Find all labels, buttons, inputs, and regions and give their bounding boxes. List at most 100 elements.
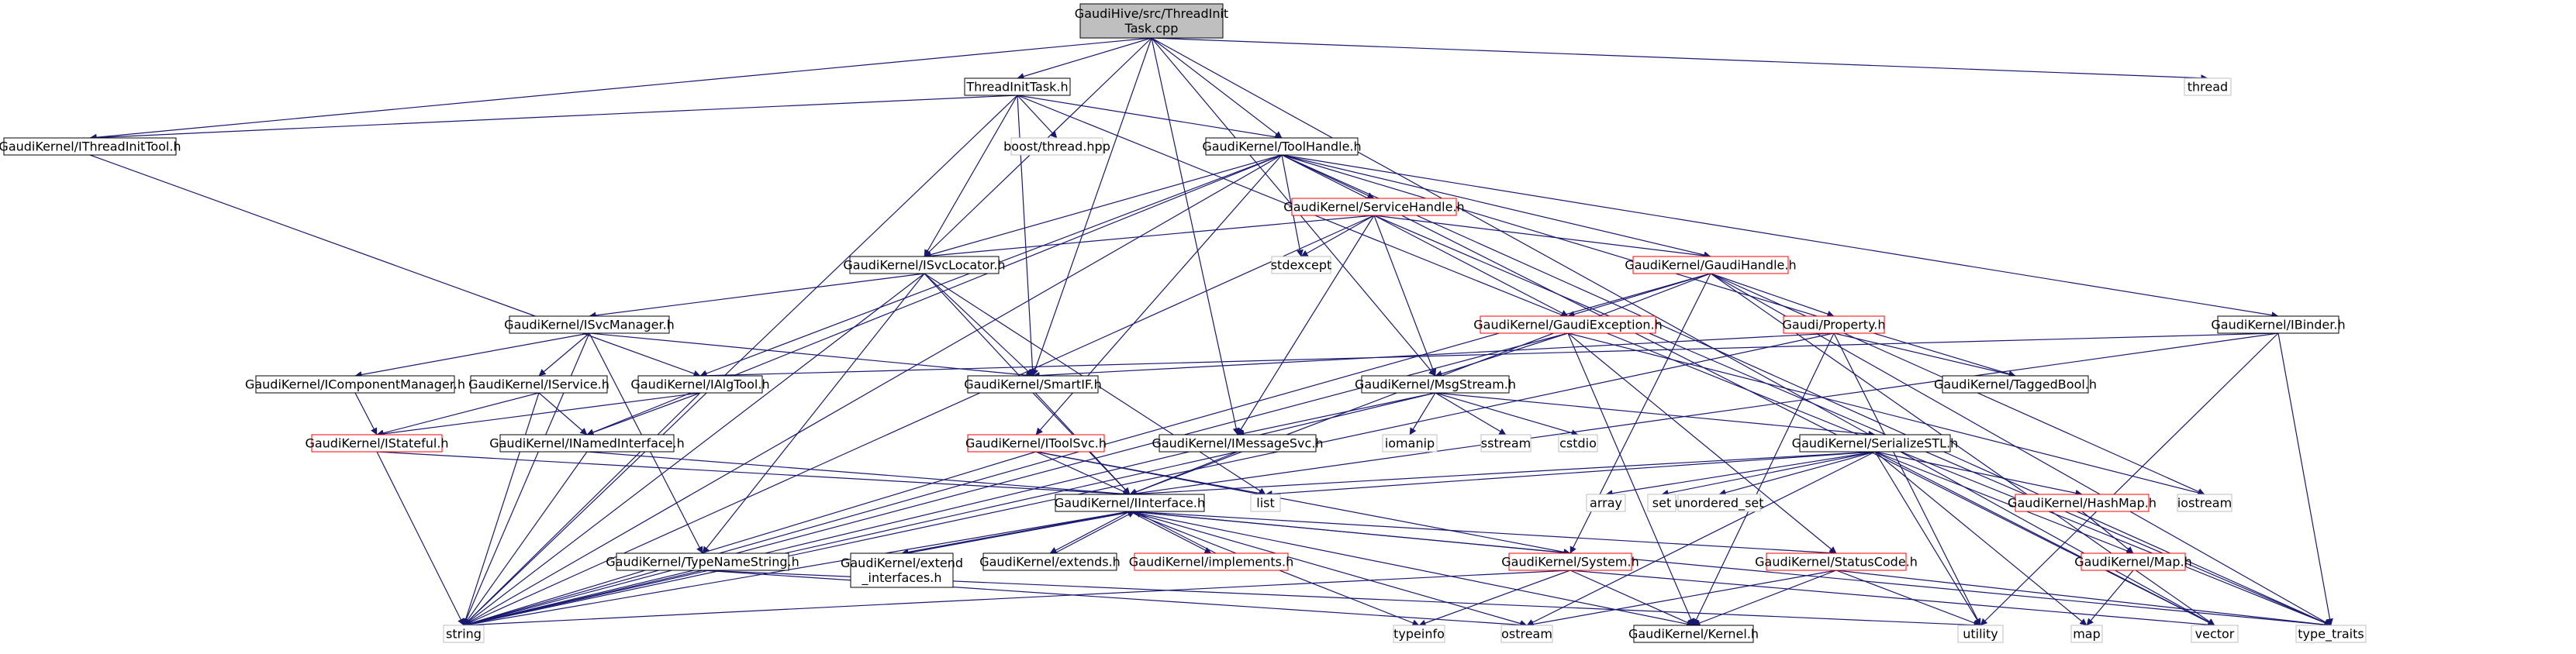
edge-system-to-vector — [1569, 570, 2215, 628]
node-array: array — [1586, 494, 1626, 512]
node-hashmap[interactable]: GaudiKernel/HashMap.h — [2008, 494, 2156, 512]
edge-root-to-ithreadinittool — [89, 37, 1152, 141]
node-statuscode[interactable]: GaudiKernel/StatusCode.h — [1755, 552, 1918, 571]
node-typenamestring[interactable]: GaudiKernel/TypeNameString.h — [606, 552, 799, 571]
node-label: GaudiKernel/INamedInterface.h — [489, 436, 685, 451]
node-system[interactable]: GaudiKernel/System.h — [1501, 552, 1639, 571]
node-box — [1382, 434, 1438, 453]
node-iinterface[interactable]: GaudiKernel/IInterface.h — [1055, 494, 1205, 512]
node-servicehandle[interactable]: GaudiKernel/ServiceHandle.h — [1283, 198, 1465, 216]
node-box — [1957, 625, 2004, 643]
edge-mapheader-to-map — [2086, 570, 2134, 626]
edge-iinterface-to-ostream — [1129, 511, 1528, 627]
edge-gaudihandle-to-gaudiproperty — [1710, 273, 1835, 318]
node-label: GaudiKernel/ISvcManager.h — [504, 318, 675, 332]
node-msgstream[interactable]: GaudiKernel/MsgStream.h — [1355, 375, 1516, 394]
node-box — [1633, 625, 1754, 643]
node-thread: thread — [2184, 77, 2232, 96]
node-label: utility — [1963, 627, 1998, 642]
node-smartif[interactable]: GaudiKernel/SmartIF.h — [964, 375, 1102, 394]
node-imessagesvc[interactable]: GaudiKernel/IMessageSvc.h — [1152, 434, 1324, 453]
node-box — [1055, 494, 1205, 512]
node-extends[interactable]: GaudiKernel/extends.h — [979, 552, 1121, 571]
node-label: ostream — [1501, 627, 1552, 642]
node-utility: utility — [1957, 625, 2004, 643]
node-label: iostream — [2177, 496, 2232, 511]
node-label: ThreadInitTask.h — [965, 80, 1068, 95]
edge-servicehandle-to-gaudiexception — [1373, 215, 1569, 317]
node-set: set — [1647, 494, 1676, 512]
node-iservice[interactable]: GaudiKernel/IService.h — [468, 375, 609, 394]
node-ialgtool[interactable]: GaudiKernel/IAlgTool.h — [630, 375, 770, 394]
node-box — [499, 434, 675, 453]
edge-msgstream-to-imessagesvc — [1237, 392, 1436, 437]
node-ibinder[interactable]: GaudiKernel/IBinder.h — [2211, 315, 2346, 334]
edge-msgstream-to-cstdio — [1435, 392, 1579, 436]
edge-tit_h-to-isvclocator — [924, 95, 1018, 257]
node-itoolsvc[interactable]: GaudiKernel/IToolSvc.h — [965, 434, 1107, 453]
edge-ialgtool-to-string — [463, 392, 701, 626]
node-label: GaudiKernel/Kernel.h — [1628, 627, 1759, 642]
node-label: GaudiKernel/MsgStream.h — [1355, 377, 1516, 392]
node-box — [1783, 315, 1885, 334]
edge-statuscode-to-type_traits — [1835, 570, 2332, 628]
node-tit_h[interactable]: ThreadInitTask.h — [964, 77, 1071, 96]
node-label: GaudiKernel/System.h — [1501, 555, 1639, 570]
node-label: type_traits — [2298, 627, 2364, 642]
node-box — [1079, 3, 1224, 39]
node-isvclocator[interactable]: GaudiKernel/ISvcLocator.h — [843, 256, 1006, 274]
node-isvcmanager[interactable]: GaudiKernel/ISvcManager.h — [504, 315, 675, 334]
node-kernel[interactable]: GaudiKernel/Kernel.h — [1628, 625, 1759, 643]
node-box — [967, 434, 1105, 453]
edge-serializestl-to-utility — [1874, 451, 1981, 626]
node-cstdio: cstdio — [1558, 434, 1598, 453]
node-taggedbool[interactable]: GaudiKernel/TaggedBool.h — [1934, 375, 2097, 394]
edge-serializestl-to-array — [1605, 451, 1876, 497]
edge-serializestl-to-unordered_set — [1718, 451, 1876, 497]
node-label: GaudiKernel/extend — [841, 556, 963, 570]
edge-servicehandle-to-stdexcept — [1300, 215, 1375, 257]
edge-gaudiproperty-to-kernel — [1693, 332, 1835, 626]
node-box — [1010, 137, 1103, 156]
node-label: set — [1652, 496, 1671, 511]
edge-root-to-tit_h — [1017, 37, 1152, 80]
node-box — [616, 552, 789, 571]
node-implements[interactable]: GaudiKernel/implements.h — [1129, 552, 1293, 571]
node-label: GaudiKernel/SmartIF.h — [964, 377, 1102, 392]
edge-gaudiproperty-to-smartif — [1032, 332, 1835, 380]
edge-implements-to-iinterface — [1134, 511, 1217, 554]
edge-serializestl-to-hashmap — [1874, 451, 2083, 497]
node-gaudihandle[interactable]: GaudiKernel/GaudiHandle.h — [1625, 256, 1797, 274]
node-gaudiproperty[interactable]: Gaudi/Property.h — [1783, 315, 1886, 334]
node-label: iomanip — [1385, 436, 1435, 451]
edge-icomponentmanager-to-istateful — [354, 392, 378, 435]
node-ithreadinittool[interactable]: GaudiKernel/IThreadInitTool.h — [0, 137, 181, 156]
edge-msgstream-to-string — [463, 392, 1436, 628]
node-label: array — [1590, 496, 1622, 511]
node-gaudiexception[interactable]: GaudiKernel/GaudiException.h — [1473, 315, 1663, 334]
edge-hashmap-to-mapheader — [2081, 511, 2134, 554]
node-icomponentmanager[interactable]: GaudiKernel/IComponentManager.h — [245, 375, 465, 394]
node-mapheader[interactable]: GaudiKernel/Map.h — [2074, 552, 2192, 571]
edge-iservice-to-inamedinterface — [538, 392, 588, 435]
node-label: GaudiKernel/Map.h — [2074, 555, 2192, 570]
node-serializestl[interactable]: GaudiKernel/SerializeSTL.h — [1792, 434, 1959, 453]
node-istateful[interactable]: GaudiKernel/IStateful.h — [305, 434, 449, 453]
node-extend_interfaces[interactable]: GaudiKernel/extend_interfaces.h — [841, 552, 963, 588]
node-box — [850, 552, 954, 588]
node-toolhandle[interactable]: GaudiKernel/ToolHandle.h — [1202, 137, 1362, 156]
edge-toolhandle-to-isvclocator — [924, 154, 1283, 258]
node-unordered_set: unordered_set — [1674, 494, 1764, 512]
node-label: map — [2073, 627, 2101, 642]
node-box — [1942, 375, 2089, 394]
node-root[interactable]: GaudiHive/src/ThreadInitTask.cpp — [1075, 3, 1228, 39]
node-layer: GaudiHive/src/ThreadInitTask.cppThreadIn… — [0, 3, 2367, 643]
node-box — [2080, 552, 2186, 571]
edge-extends-to-iinterface — [1054, 511, 1135, 554]
edge-statuscode-to-utility — [1835, 570, 1981, 627]
edge-msgstream-to-serializestl — [1435, 392, 1876, 438]
node-box — [2015, 494, 2150, 512]
node-box — [967, 375, 1099, 394]
node-box — [1586, 494, 1626, 512]
node-inamedinterface[interactable]: GaudiKernel/INamedInterface.h — [489, 434, 685, 453]
